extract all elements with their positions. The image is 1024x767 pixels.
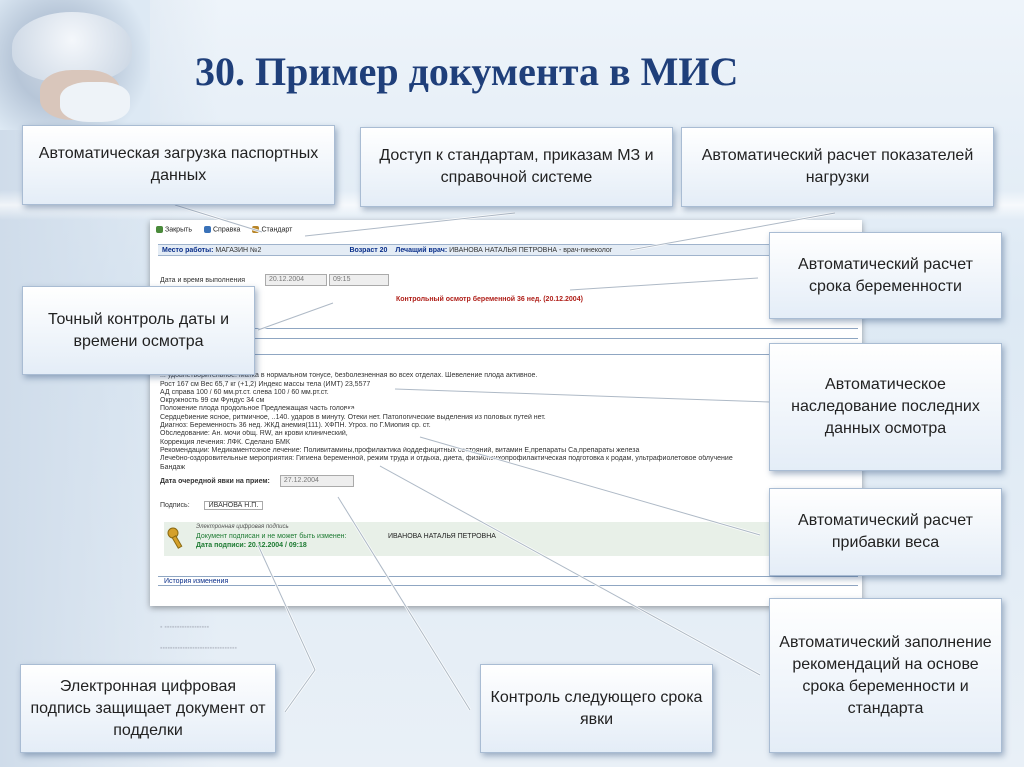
key-icon [167,527,183,549]
time-input[interactable]: 09:15 [328,274,389,286]
exam-line: Лечебно-оздоровительные мероприятия: Гиг… [160,455,733,463]
callout-datetime-control: Точный контроль даты и времени осмотра [22,286,255,375]
next-visit-label: Дата очередной явки на прием: [160,477,270,485]
callout-passport-data: Автоматическая загрузка паспортных данны… [22,125,335,205]
divider [158,328,858,329]
exam-line: Бандаж [160,463,186,471]
workplace-value: МАГАЗИН №2 [215,246,262,254]
datetime-row: Дата и время выполнения 20.12.2004 09:15 [160,274,389,286]
exam-line: Диагноз: Беременность 36 нед. ЖКД анемия… [160,422,431,430]
date-input[interactable]: 20.12.2004 [265,274,327,286]
signature-row: Подпись: ИВАНОВА Н.П. [160,501,264,510]
exam-line: АД справа 100 / 60 мм.рт.ст. слева 100 /… [160,388,329,396]
divider [158,338,858,339]
exam-line: Коррекция лечения: ЛФК. Сделано БМК [160,438,290,446]
divider [158,354,858,355]
exam-line: ... удовлетворительное. Матка в нормальн… [160,372,538,380]
doctor-label: Лечащий врач: [395,246,448,254]
callout-digital-signature: Электронная цифровая подпись защищает до… [20,664,276,753]
esig-title: Электронная цифровая подпись [196,524,289,530]
electronic-signature-block: Электронная цифровая подпись Документ по… [164,522,860,556]
exam-line: Окружность 99 см Фундус 34 см [160,397,265,405]
callout-pregnancy-term: Автоматический расчет срока беременности [769,232,1002,319]
exam-line: Рекомендации: Медикаментозное лечение: П… [160,446,640,454]
exam-line: Обследование: Ан. мочи общ. RW, ан крови… [160,430,348,438]
doctor-value: ИВАНОВА НАТАЛЬЯ ПЕТРОВНА - врач-гинеколо… [449,246,613,254]
exam-line: Рост 167 см Вес 65,7 кг (+1,2) Индекс ма… [160,380,371,388]
esig-date: Дата подписи: 20.12.2004 / 09:18 [196,542,307,549]
workplace-label: Место работы: [162,246,214,254]
exam-text: ...ва не болит. Зрение ясное. ... удовле… [160,364,810,487]
callout-data-inheritance: Автоматическое наследование последних да… [769,343,1002,471]
mis-document-screenshot: Закрыть Справка Стандарт Место работы: М… [150,220,862,606]
next-visit-input[interactable]: 27.12.2004 [279,474,354,487]
signature-label: Подпись: [160,502,190,509]
esig-signer: ИВАНОВА НАТАЛЬЯ ПЕТРОВНА [388,533,496,540]
callout-load-calculation: Автоматический расчет показателей нагруз… [681,127,994,207]
close-icon [156,226,163,233]
esig-text: Документ подписан и не может быть измене… [196,533,347,540]
slide-title: 30. Пример документа в МИС [195,49,739,94]
help-icon [203,226,211,233]
document-reflection: ▪ ▪▪▪▪▪▪▪▪▪▪▪▪▪▪▪▪▪▪ ▪▪▪▪▪▪▪▪▪▪▪▪▪▪▪▪▪▪▪… [160,624,237,652]
toolbar-help-button[interactable]: Справка [203,226,240,233]
exam-title: Контрольный осмотр беременной 36 нед. (2… [396,296,583,303]
callout-standards-access: Доступ к стандартам, приказам МЗ и справ… [360,127,673,207]
callout-next-visit: Контроль следующего срока явки [480,664,713,753]
datetime-label: Дата и время выполнения [160,276,246,284]
signature-value: ИВАНОВА Н.П. [203,501,264,510]
surgeon-photo [0,0,150,130]
callout-recommendations: Автоматический заполнение рекомендаций н… [769,598,1002,753]
callout-weight-gain: Автоматический расчет прибавки веса [769,488,1002,576]
history-link[interactable]: История изменения [158,576,858,586]
exam-line: Сердцебиение ясное, ритмичное, ..140. уд… [160,413,546,421]
age-value: Возраст 20 [349,246,388,254]
toolbar-close-button[interactable]: Закрыть [156,226,192,233]
exam-line: Положение плода продольное Предлежащая ч… [160,405,355,413]
surgical-mask [60,82,130,122]
patient-header: Место работы: МАГАЗИН №2 Возраст 20 Леча… [158,244,856,256]
